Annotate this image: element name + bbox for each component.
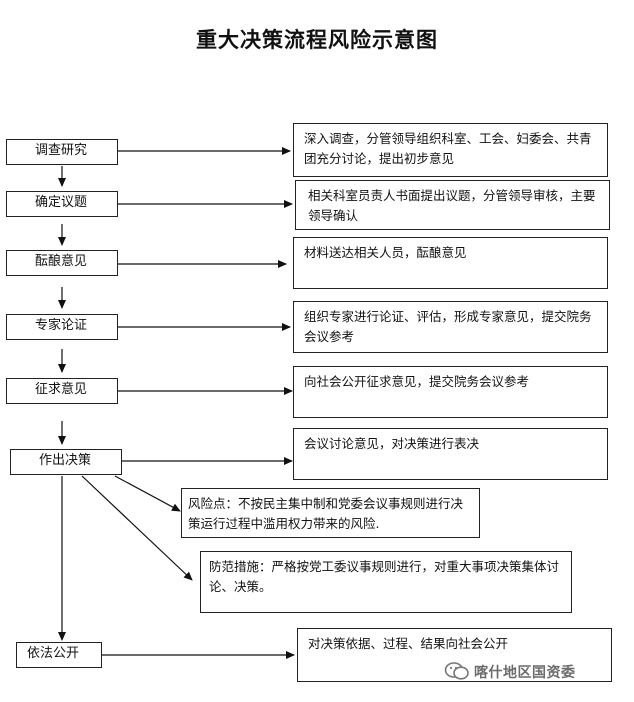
diagram-title: 重大决策流程风险示意图: [196, 27, 438, 52]
desc-make-decision: 会议讨论意见，对决策进行表决: [293, 428, 608, 480]
step-investigate: 调查研究: [6, 139, 118, 165]
desc-solicit-opinion: 向社会公开征求意见，提交院务会议参考: [293, 366, 608, 418]
step-expert-review: 专家论证: [6, 314, 118, 340]
wechat-logo-icon: [444, 662, 469, 680]
risk-point-box: 风险点：不按民主集中制和党委会议事规则进行决策运行过程中滥用权力带来的风险.: [181, 488, 480, 538]
step-determine-topic: 确定议题: [6, 191, 118, 217]
desc-expert-review: 组织专家进行论证、评估，形成专家意见，提交院务会议参考: [293, 301, 608, 353]
step-make-decision: 作出决策: [10, 449, 122, 475]
arrow-to-risk: [114, 475, 181, 512]
step-public-disclosure: 依法公开: [16, 642, 102, 668]
watermark-text: 喀什地区国资委: [474, 665, 576, 681]
step-deliberate: 酝酿意见: [6, 250, 118, 276]
desc-deliberate: 材料送达相关人员，酝酿意见: [293, 237, 608, 289]
desc-public-disclosure: 对决策依据、过程、结果向社会公开: [297, 628, 612, 682]
desc-investigate: 深入调查，分管领导组织科室、工会、妇委会、共青团充分讨论，提出初步意见: [293, 123, 608, 177]
arrow-to-prevention: [81, 475, 193, 581]
prevention-measures-box: 防范措施：严格按党工委议事规则进行，对重大事项决策集体讨论、决策。: [200, 551, 572, 613]
step-solicit-opinion: 征求意见: [6, 378, 118, 404]
desc-determine-topic: 相关科室员责人书面提出议题，分管领导审核，主要领导确认: [295, 180, 610, 230]
